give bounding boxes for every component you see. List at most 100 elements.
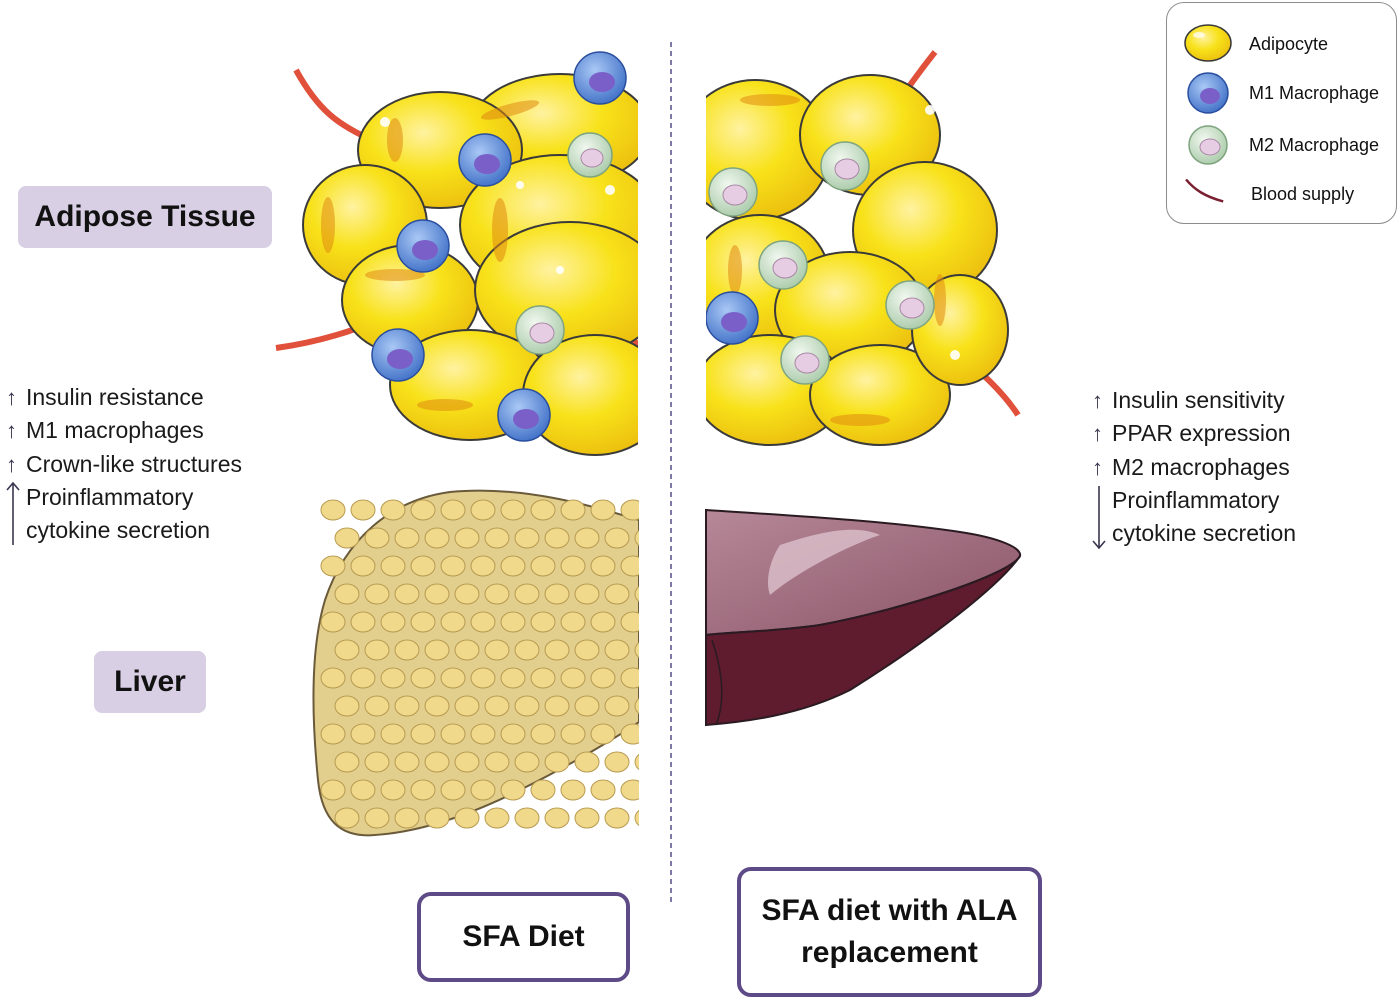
- fat-droplet: [440, 499, 466, 521]
- legend-label: M2 Macrophage: [1249, 135, 1380, 155]
- healthy-liver: [705, 508, 1022, 727]
- fat-droplet: [514, 751, 540, 773]
- m1-macrophage-icon: [1187, 72, 1229, 114]
- fat-droplet: [380, 779, 406, 801]
- fat-droplet: [574, 527, 600, 549]
- fat-droplet: [590, 499, 616, 521]
- fat-droplet: [394, 527, 420, 549]
- fat-droplet: [560, 779, 586, 801]
- fat-droplet: [634, 753, 639, 771]
- fat-droplet: [604, 751, 630, 773]
- fat-droplet: [590, 667, 616, 689]
- effect-text: Crown-like structures: [26, 450, 242, 477]
- fat-droplet: [530, 499, 556, 521]
- fat-droplet: [560, 667, 586, 689]
- fat-droplet: [350, 779, 376, 801]
- fat-droplet: [514, 527, 540, 549]
- fat-droplet: [440, 723, 466, 745]
- fat-droplet: [440, 611, 466, 633]
- fat-droplet: [440, 779, 466, 801]
- fat-droplet: [410, 779, 436, 801]
- ala-diet-label-line1: SFA diet with ALA: [761, 894, 1018, 927]
- fat-droplet: [514, 639, 540, 661]
- fat-droplet: [424, 583, 450, 605]
- fat-droplet: [364, 695, 390, 717]
- fat-droplet: [560, 499, 586, 521]
- fat-droplet: [500, 779, 526, 801]
- fat-droplet: [394, 695, 420, 717]
- fat-droplet: [620, 611, 639, 633]
- fat-droplet: [604, 695, 630, 717]
- fat-droplet: [350, 667, 376, 689]
- fat-droplet: [574, 751, 600, 773]
- left-adipose-cluster: [275, 51, 638, 456]
- effect-row: ↑Insulin resistance: [6, 381, 242, 414]
- legend-item-m1: M1 Macrophage: [1167, 69, 1396, 119]
- fat-droplet: [514, 695, 540, 717]
- effect-text: cytokine secretion: [1112, 520, 1297, 547]
- fat-droplet: [484, 807, 510, 829]
- fat-droplet: [590, 779, 616, 801]
- effect-text: PPAR expression: [1112, 420, 1291, 447]
- fat-droplet: [350, 499, 376, 521]
- fat-droplet: [500, 611, 526, 633]
- fat-droplet: [544, 807, 570, 829]
- fatty-liver: [312, 489, 639, 837]
- legend-box: Adipocyte M1 Macrophage M2 Macrophage Bl…: [1166, 2, 1397, 224]
- fat-droplet: [560, 611, 586, 633]
- fat-droplet: [500, 555, 526, 577]
- fat-droplet: [560, 555, 586, 577]
- ala-diet-box: SFA diet with ALA replacement: [737, 867, 1042, 997]
- legend-item-m2: M2 Macrophage: [1167, 121, 1396, 171]
- up-arrow-icon: ↑: [6, 451, 17, 477]
- up-arrow-icon: ↑: [1092, 421, 1103, 447]
- legend-item-adipocyte: Adipocyte: [1167, 19, 1396, 69]
- fat-droplet: [604, 639, 630, 661]
- effect-row: Proinflammatory: [6, 481, 242, 545]
- effect-row: ↑Insulin sensitivity: [1092, 384, 1296, 417]
- fat-droplet: [470, 779, 496, 801]
- fat-droplet: [530, 611, 556, 633]
- fat-droplet: [604, 583, 630, 605]
- up-arrow-icon: ↑: [1092, 454, 1103, 480]
- fat-droplet: [500, 499, 526, 521]
- adipose-tissue-label: Adipose Tissue: [18, 186, 272, 248]
- effect-row: cytokine secretion: [1092, 517, 1296, 550]
- fat-droplet: [334, 751, 360, 773]
- fat-droplet: [424, 695, 450, 717]
- fat-droplet: [514, 583, 540, 605]
- fat-droplet: [590, 611, 616, 633]
- fat-droplet: [394, 807, 420, 829]
- effect-row: Proinflammatory: [1092, 484, 1296, 550]
- fat-droplet: [604, 527, 630, 549]
- fat-droplet: [320, 555, 346, 577]
- right-adipose-cluster: [706, 50, 1021, 446]
- fat-droplet: [634, 585, 639, 603]
- fat-droplet: [454, 583, 480, 605]
- fat-droplet: [334, 527, 360, 549]
- fat-droplet: [424, 639, 450, 661]
- fat-droplet: [500, 667, 526, 689]
- fat-droplet: [634, 529, 639, 547]
- fat-droplet: [620, 723, 639, 745]
- fat-droplet: [380, 555, 406, 577]
- fat-droplet: [634, 641, 639, 659]
- fat-droplet: [484, 751, 510, 773]
- fat-droplet: [320, 779, 346, 801]
- fat-droplet: [380, 499, 406, 521]
- up-arrow-icon: ↑: [6, 418, 17, 444]
- fat-droplet: [514, 807, 540, 829]
- fat-droplet: [470, 499, 496, 521]
- fat-droplet: [320, 499, 346, 521]
- fat-droplet: [634, 697, 639, 715]
- fat-droplet: [380, 723, 406, 745]
- fat-droplet: [440, 555, 466, 577]
- blood-vessel: [293, 68, 374, 143]
- fat-droplet: [364, 807, 390, 829]
- fat-droplet: [544, 695, 570, 717]
- fat-droplet: [470, 555, 496, 577]
- fat-droplet: [454, 751, 480, 773]
- fat-droplet: [574, 807, 600, 829]
- effect-text: M2 macrophages: [1112, 453, 1290, 480]
- fat-droplet: [454, 807, 480, 829]
